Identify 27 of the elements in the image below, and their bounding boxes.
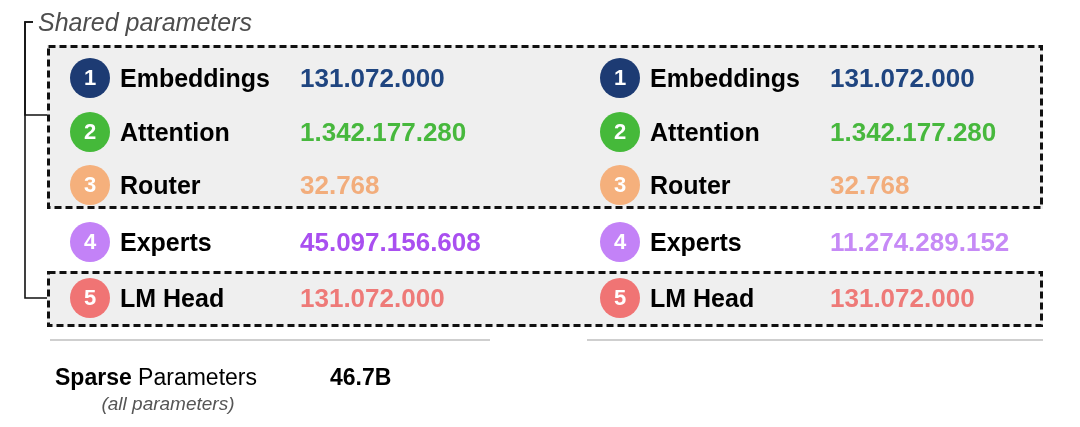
parameter-count: 11.274.289.152 [830, 226, 1010, 259]
section-heading: Shared parameters [33, 6, 252, 38]
parameter-count: 32.768 [300, 169, 380, 202]
part-name: Embeddings [120, 62, 270, 94]
part-name: LM Head [650, 282, 755, 314]
part-name: Experts [120, 226, 212, 258]
bracket-line [24, 21, 48, 299]
total-value: 46.7B [330, 363, 392, 392]
part-name: Experts [650, 226, 742, 258]
parameter-count: 1.342.177.280 [830, 116, 997, 149]
parameter-count: 131.072.000 [300, 62, 445, 95]
part-name: Attention [650, 116, 760, 148]
part-name: Router [120, 169, 201, 201]
part-name: Router [650, 169, 731, 201]
parameter-count: 131.072.000 [830, 62, 975, 95]
parameter-count: 1.342.177.280 [300, 116, 467, 149]
dashed-group-box [47, 45, 1043, 209]
part-name: Attention [120, 116, 230, 148]
dashed-group-box [47, 271, 1043, 327]
parameter-count: 131.072.000 [300, 282, 445, 315]
parameter-count: 32.768 [830, 169, 910, 202]
part-name: Embeddings [650, 62, 800, 94]
total-label: Sparse Parameters [55, 363, 257, 392]
parameter-count: 45.097.156.608 [300, 226, 481, 259]
total-note: (all parameters) [101, 392, 235, 416]
parameter-count: 131.072.000 [830, 282, 975, 315]
part-name: LM Head [120, 282, 225, 314]
